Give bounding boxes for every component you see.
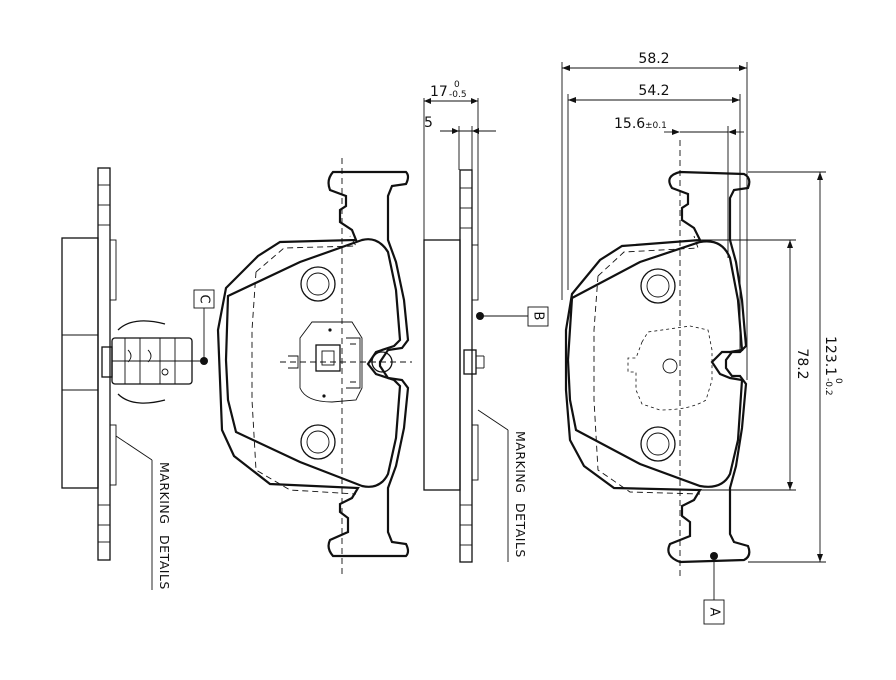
marking-details-label-3: MARKING	[513, 431, 528, 493]
marking-details-label-1: MARKING	[157, 462, 172, 524]
backing-plate-front-2	[564, 170, 751, 564]
callout-c-dot	[200, 357, 208, 365]
spring-clip	[101, 320, 204, 404]
backing-plate-side	[97, 167, 111, 561]
callout-a-box	[703, 599, 725, 625]
dim-height: 78.2	[794, 348, 810, 379]
bottom-hole-2	[640, 426, 676, 462]
friction-block-side-2	[423, 239, 461, 491]
callout-b-box	[527, 306, 549, 327]
callout-b-label: B	[531, 312, 546, 321]
bottom-hole	[300, 424, 336, 460]
front-view-plain: A 58.2 54.2 15.6 ±0.1 78.2 123.1 0 -0	[561, 51, 843, 625]
dim-backplate: 5	[424, 115, 433, 131]
dim-thickness: 17	[430, 84, 448, 100]
dim-thickness-tol-lower: -0.5	[449, 90, 467, 100]
friction-block-side	[61, 237, 99, 489]
side-view-with-clip: C MARKING DETAILS	[61, 167, 215, 590]
callout-c-label: C	[197, 294, 212, 303]
callout-c-box	[193, 289, 215, 309]
callout-b-dot	[476, 312, 484, 320]
front-view-with-clip	[216, 158, 412, 578]
dim-length-tol-upper: 0	[833, 378, 843, 384]
marking-details-label-2: DETAILS	[157, 535, 172, 590]
dim-width-inner: 54.2	[638, 83, 669, 99]
dim-thickness-tol-upper: 0	[454, 80, 460, 90]
dim-offset: 15.6	[614, 116, 645, 132]
side-view-plain: B MARKING DETAILS 17 0 -0.5 5	[423, 80, 549, 563]
friction-material-front-2	[566, 240, 744, 488]
dim-offset-tol: ±0.1	[645, 121, 667, 131]
top-hole	[300, 266, 336, 302]
top-hole-2	[640, 268, 676, 304]
backing-plate-side-2	[459, 169, 473, 563]
dim-length-tol-lower: -0.2	[823, 378, 833, 396]
backing-plate-front	[216, 170, 410, 558]
callout-a-label: A	[707, 608, 722, 617]
marking-details-label-4: DETAILS	[513, 503, 528, 558]
dim-length: 123.1	[822, 336, 838, 376]
friction-material-front	[224, 238, 402, 488]
callout-a-dot	[710, 552, 718, 560]
dim-width-total: 58.2	[638, 51, 669, 67]
